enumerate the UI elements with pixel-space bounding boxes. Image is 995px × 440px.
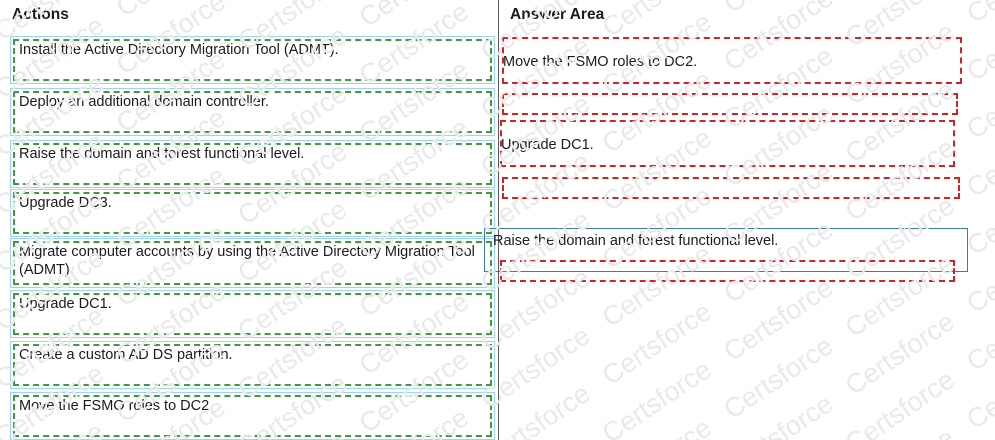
watermark-row: CertsforceCertsforceCertsforceCertsforce… [0, 0, 962, 24]
watermark-text: Certsforce [589, 401, 725, 440]
watermark-text: Certsforce [832, 411, 968, 440]
action-tile-label: Raise the domain and forest functional l… [19, 146, 305, 162]
action-tile[interactable]: Raise the domain and forest functional l… [10, 140, 495, 188]
action-tile[interactable]: Create a custom AD DS partition. [10, 341, 495, 389]
watermark-text: Certsforce [718, 330, 839, 425]
action-tile[interactable]: Deploy an additional domain controller. [10, 88, 495, 136]
action-tile[interactable]: Move the FSMO roles to DC2. [10, 392, 495, 440]
watermark-text: Certsforce [832, 0, 968, 7]
watermark-text: Certsforce [224, 0, 360, 10]
action-tile-label: Upgrade DC3. [19, 195, 112, 211]
action-tile[interactable]: Upgrade DC1. [10, 290, 495, 338]
answer-slot-filled-box[interactable] [484, 228, 968, 272]
watermark-text: Certsforce [953, 0, 995, 41]
watermark-text: Certsforce [961, 340, 995, 435]
watermark-text: Certsforce [103, 0, 239, 34]
answer-slot[interactable] [502, 93, 958, 115]
action-tile-label: Install the Active Directory Migration T… [19, 42, 339, 58]
answer-slot-label: Move the FSMO roles to DC2. [503, 54, 698, 70]
answer-slot-label: Raise the domain and forest functional l… [493, 233, 779, 249]
answer-area-divider [498, 0, 499, 440]
answer-slot[interactable] [502, 37, 962, 84]
watermark-text: Certsforce [961, 282, 995, 377]
action-tile-label: Deploy an additional domain controller. [19, 94, 269, 110]
answer-slot[interactable] [500, 120, 955, 167]
watermark-text: Certsforce [953, 387, 995, 440]
watermark-text: Certsforce [596, 296, 717, 391]
action-tile-label: Create a custom AD DS partition. [19, 347, 233, 363]
action-tile[interactable]: Upgrade DC3. [10, 189, 495, 237]
watermark-text: Certsforce [839, 306, 960, 401]
actions-column-heading: Actions [12, 6, 69, 23]
watermark-text: Certsforce [718, 388, 839, 440]
watermark-text: Certsforce [710, 435, 846, 440]
watermark-text: Certsforce [596, 354, 717, 440]
action-tile[interactable]: Install the Active Directory Migration T… [10, 36, 495, 84]
action-tile-label: Upgrade DC1. [19, 296, 112, 312]
action-tile[interactable]: Migrate computer accounts by using the A… [10, 238, 495, 288]
answer-slot[interactable] [500, 260, 955, 282]
watermark-text: Certsforce [839, 364, 960, 440]
answer-slot[interactable] [502, 177, 960, 199]
action-tile-label: Migrate computer accounts by using the A… [19, 244, 475, 278]
answer-slot-label: Upgrade DC1. [501, 137, 594, 153]
answer-area-heading: Answer Area [510, 6, 605, 23]
action-tile-label: Move the FSMO roles to DC2. [19, 398, 214, 414]
watermark-text: Certsforce [710, 0, 846, 30]
